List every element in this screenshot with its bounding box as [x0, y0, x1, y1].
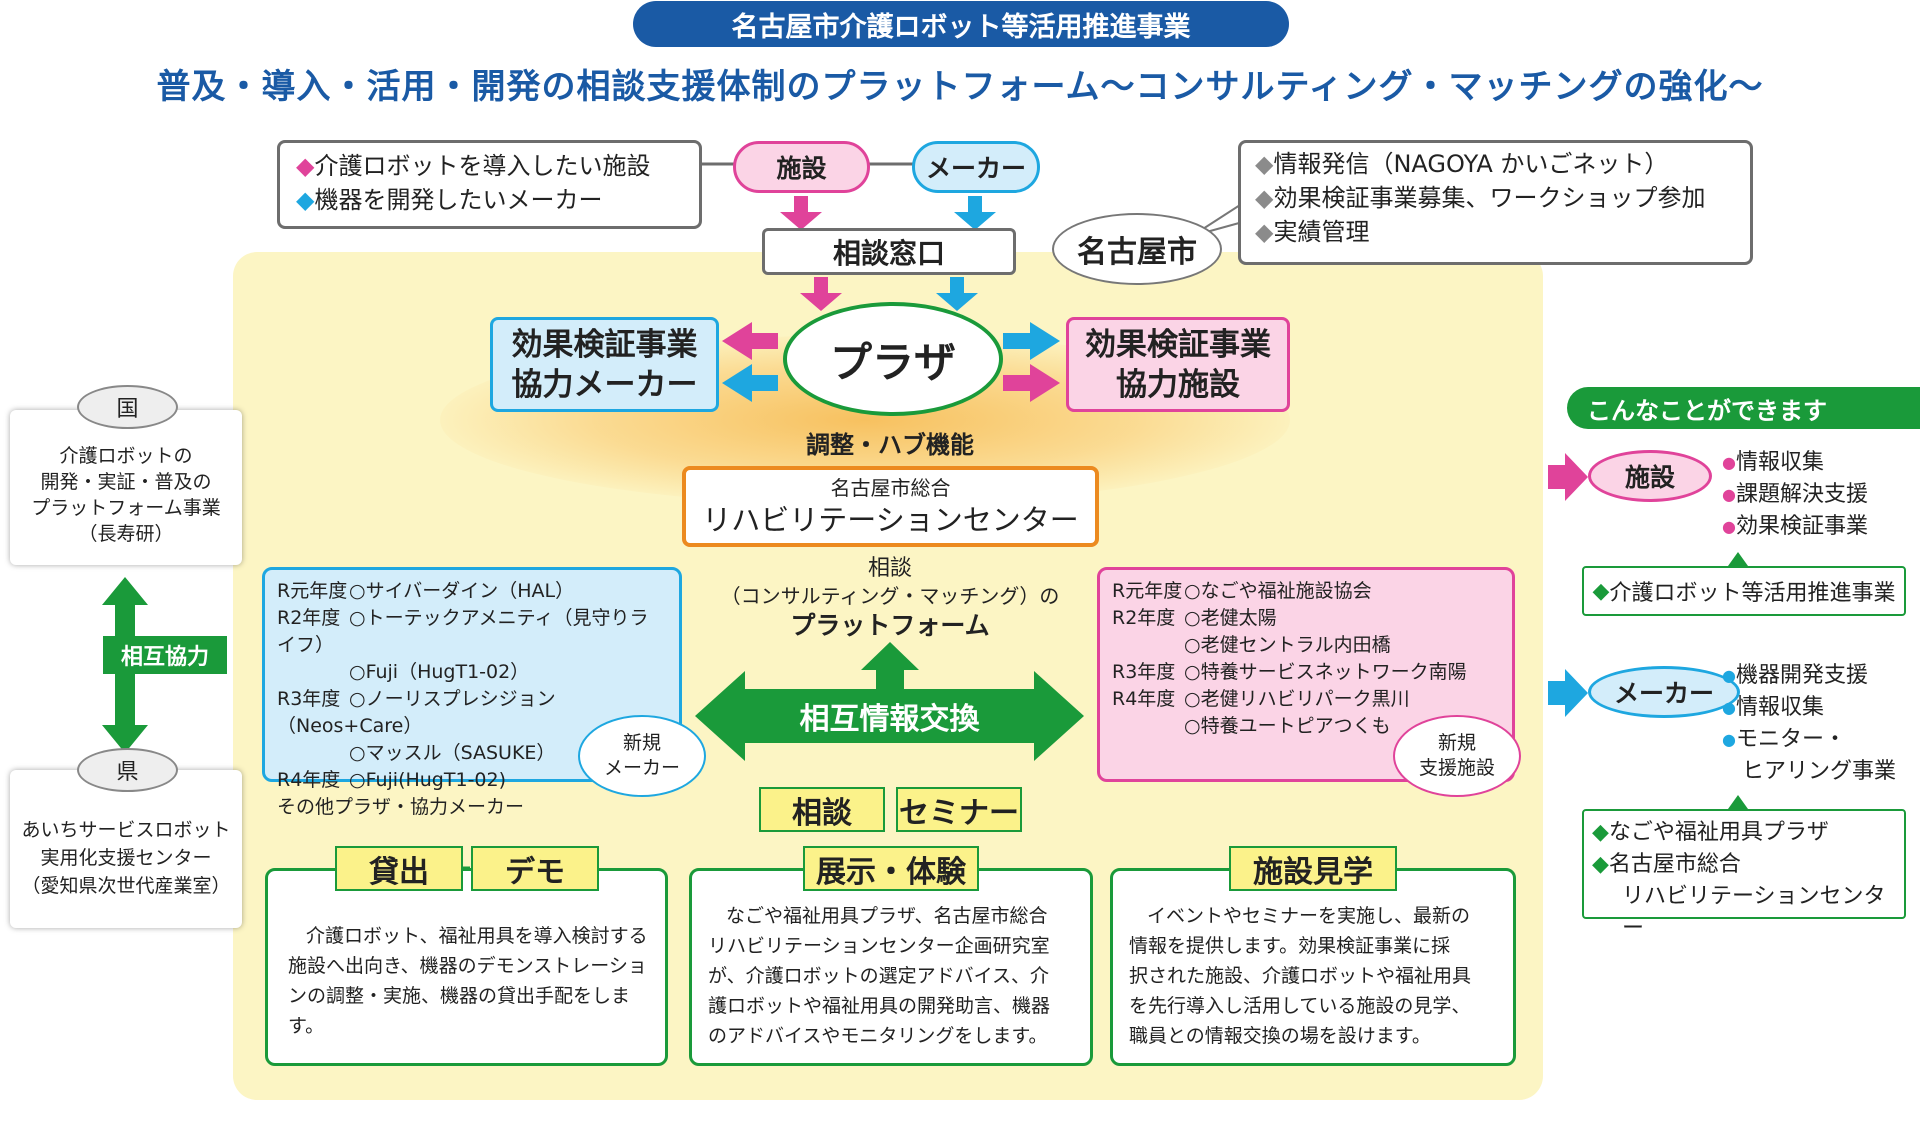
- facility-list-box: R元年度○なごや福祉施設協会 R2年度○老健太陽 ○老健セントラル内田橋 R3年…: [1097, 567, 1515, 782]
- maker-list-row: R2年度○トーテックアメニティ（見守りライフ）: [277, 607, 649, 656]
- facility-benefit-item: ●情報収集: [1722, 450, 1824, 475]
- consult-label: 相談: [759, 787, 885, 832]
- nagoya-city-info-box: ◆情報発信（NAGOYA かいごネット） ◆効果検証事業募集、ワークショップ参加…: [1238, 140, 1753, 265]
- seminar-label: セミナー: [896, 787, 1022, 832]
- right-facility-pill: 施設: [1588, 450, 1712, 502]
- nagoya-info-item: ◆情報発信（NAGOYA かいごネット）: [1255, 150, 1669, 178]
- facility-pill: 施設: [733, 141, 870, 193]
- maker-benefit-item: ●情報収集: [1722, 695, 1824, 720]
- title-banner: 名古屋市介護ロボット等活用推進事業: [633, 1, 1289, 47]
- exhibit-label: 展示・体験: [803, 846, 979, 891]
- bullet-icon: ●: [1722, 485, 1736, 504]
- nagoya-info-item: ◆実績管理: [1255, 218, 1370, 246]
- exhibit-box: なごや福祉用具プラザ、名古屋市総合 リハビリテーションセンター企画研究室 が、介…: [689, 868, 1093, 1066]
- can-do-header: こんなことができます: [1567, 387, 1920, 429]
- facility-list-row: ○特養ユートピアつくも: [1184, 715, 1391, 737]
- maker-benefit-item: ヒアリング事業: [1742, 759, 1897, 784]
- lend-label: 貸出: [335, 846, 463, 891]
- prefecture-badge: 県: [77, 748, 178, 792]
- maker-source-item: ◆名古屋市総合: [1592, 852, 1741, 877]
- maker-benefit-item: ●モニター・: [1722, 727, 1846, 752]
- bullet-icon: ●: [1722, 666, 1736, 685]
- nagoya-city-oval: 名古屋市: [1052, 213, 1222, 285]
- partner-facility-box: 効果検証事業 協力施設: [1066, 317, 1290, 412]
- diamond-icon: ◆: [1255, 150, 1274, 178]
- target-users-box: ◆介護ロボットを導入したい施設 ◆機器を開発したいメーカー: [277, 140, 702, 229]
- facility-benefits-list: ●情報収集 ●課題解決支援 ●効果検証事業: [1722, 447, 1912, 543]
- maker-list-row: R元年度○サイバーダイン（HAL）: [277, 580, 575, 602]
- visit-description: イベントやセミナーを実施し、最新の 情報を提供します。効果検証事業に採 択された…: [1129, 905, 1472, 1047]
- diamond-icon: ◆: [1255, 184, 1274, 212]
- right-maker-pill: メーカー: [1588, 666, 1740, 718]
- lend-demo-description: 介護ロボット、福祉用具を導入検討する 施設へ出向き、機器のデモンストレーショ ン…: [288, 925, 648, 1037]
- rehab-center-box: 名古屋市総合 リハビリテーションセンター: [682, 466, 1099, 547]
- diamond-icon: ◆: [1592, 820, 1609, 845]
- maker-list-row: ○Fuji（HugT1-02）: [349, 661, 530, 683]
- maker-list-row: その他プラザ・協力メーカー: [277, 796, 525, 818]
- nagoya-info-item: ◆効果検証事業募集、ワークショップ参加: [1255, 184, 1706, 212]
- maker-source-box: ◆なごや福祉用具プラザ ◆名古屋市総合 リハビリテーションセンター: [1582, 809, 1906, 941]
- hub-function-label: 調整・ハブ機能: [806, 430, 974, 459]
- bullet-icon: ●: [1722, 730, 1736, 749]
- platform-label: 相談 （コンサルティング・マッチング）の プラットフォーム: [720, 556, 1060, 640]
- demo-label: デモ: [471, 846, 599, 891]
- prefecture-box: あいちサービスロボット 実用化支援センター （愛知県次世代産業室）: [10, 770, 242, 928]
- maker-source-item: リハビリテーションセンター: [1622, 884, 1886, 941]
- facility-benefit-item: ●課題解決支援: [1722, 482, 1868, 507]
- plaza-oval: プラザ: [783, 302, 1003, 416]
- maker-list-row: R3年度○ノーリスプレシジョン（Neos+Care）: [277, 688, 556, 737]
- consult-window-box: 相談窓口: [762, 228, 1016, 275]
- target-item-maker: ◆機器を開発したいメーカー: [296, 186, 603, 214]
- exhibit-description: なごや福祉用具プラザ、名古屋市総合 リハビリテーションセンター企画研究室 が、介…: [708, 905, 1051, 1047]
- facility-list-row: R2年度○老健太陽: [1112, 607, 1277, 629]
- page-subtitle: 普及・導入・活用・開発の相談支援体制のプラットフォーム〜コンサルティング・マッチ…: [156, 66, 1764, 107]
- new-maker-tag: 新規 メーカー: [578, 715, 706, 797]
- facility-list-row: R3年度○特養サービスネットワーク南陽: [1112, 661, 1467, 683]
- maker-source-item: ◆なごや福祉用具プラザ: [1592, 820, 1829, 845]
- diamond-icon: ◆: [296, 152, 315, 180]
- maker-benefit-item: ●機器開発支援: [1722, 663, 1868, 688]
- info-exchange-label: 相互情報交換: [799, 702, 980, 737]
- partner-maker-box: 効果検証事業 協力メーカー: [490, 317, 719, 412]
- facility-source-box: ◆介護ロボット等活用推進事業: [1582, 566, 1906, 616]
- facility-benefit-item: ●効果検証事業: [1722, 514, 1868, 539]
- facility-list-row: R4年度○老健リハビリパーク黒川: [1112, 688, 1410, 710]
- national-box: 介護ロボットの 開発・実証・普及の プラットフォーム事業 （長寿研）: [10, 410, 242, 565]
- facility-list-row: R元年度○なごや福祉施設協会: [1112, 580, 1372, 602]
- new-facility-tag: 新規 支援施設: [1393, 715, 1521, 797]
- maker-list-row: R4年度○Fuji(HugT1-02): [277, 769, 507, 791]
- diamond-icon: ◆: [296, 186, 315, 214]
- diamond-icon: ◆: [1592, 578, 1610, 604]
- mutual-cooperation-label: 相互協力: [103, 636, 227, 674]
- visit-label: 施設見学: [1229, 846, 1397, 891]
- maker-list-box: R元年度○サイバーダイン（HAL） R2年度○トーテックアメニティ（見守りライフ…: [262, 567, 682, 818]
- visit-box: イベントやセミナーを実施し、最新の 情報を提供します。効果検証事業に採 択された…: [1110, 868, 1516, 1066]
- bullet-icon: ●: [1722, 453, 1736, 472]
- maker-pill: メーカー: [912, 141, 1040, 193]
- national-badge: 国: [77, 385, 178, 429]
- diamond-icon: ◆: [1255, 218, 1274, 246]
- maker-list-row: ○マッスル（SASUKE）: [349, 742, 556, 764]
- maker-benefits-list: ●機器開発支援 ●情報収集 ●モニター・ ヒアリング事業: [1722, 660, 1917, 788]
- diamond-icon: ◆: [1592, 852, 1609, 877]
- target-item-facility: ◆介護ロボットを導入したい施設: [296, 152, 651, 180]
- bullet-icon: ●: [1722, 698, 1736, 717]
- bullet-icon: ●: [1722, 517, 1736, 536]
- facility-list-row: ○老健セントラル内田橋: [1184, 634, 1391, 656]
- lend-demo-box: 介護ロボット、福祉用具を導入検討する 施設へ出向き、機器のデモンストレーショ ン…: [265, 868, 668, 1066]
